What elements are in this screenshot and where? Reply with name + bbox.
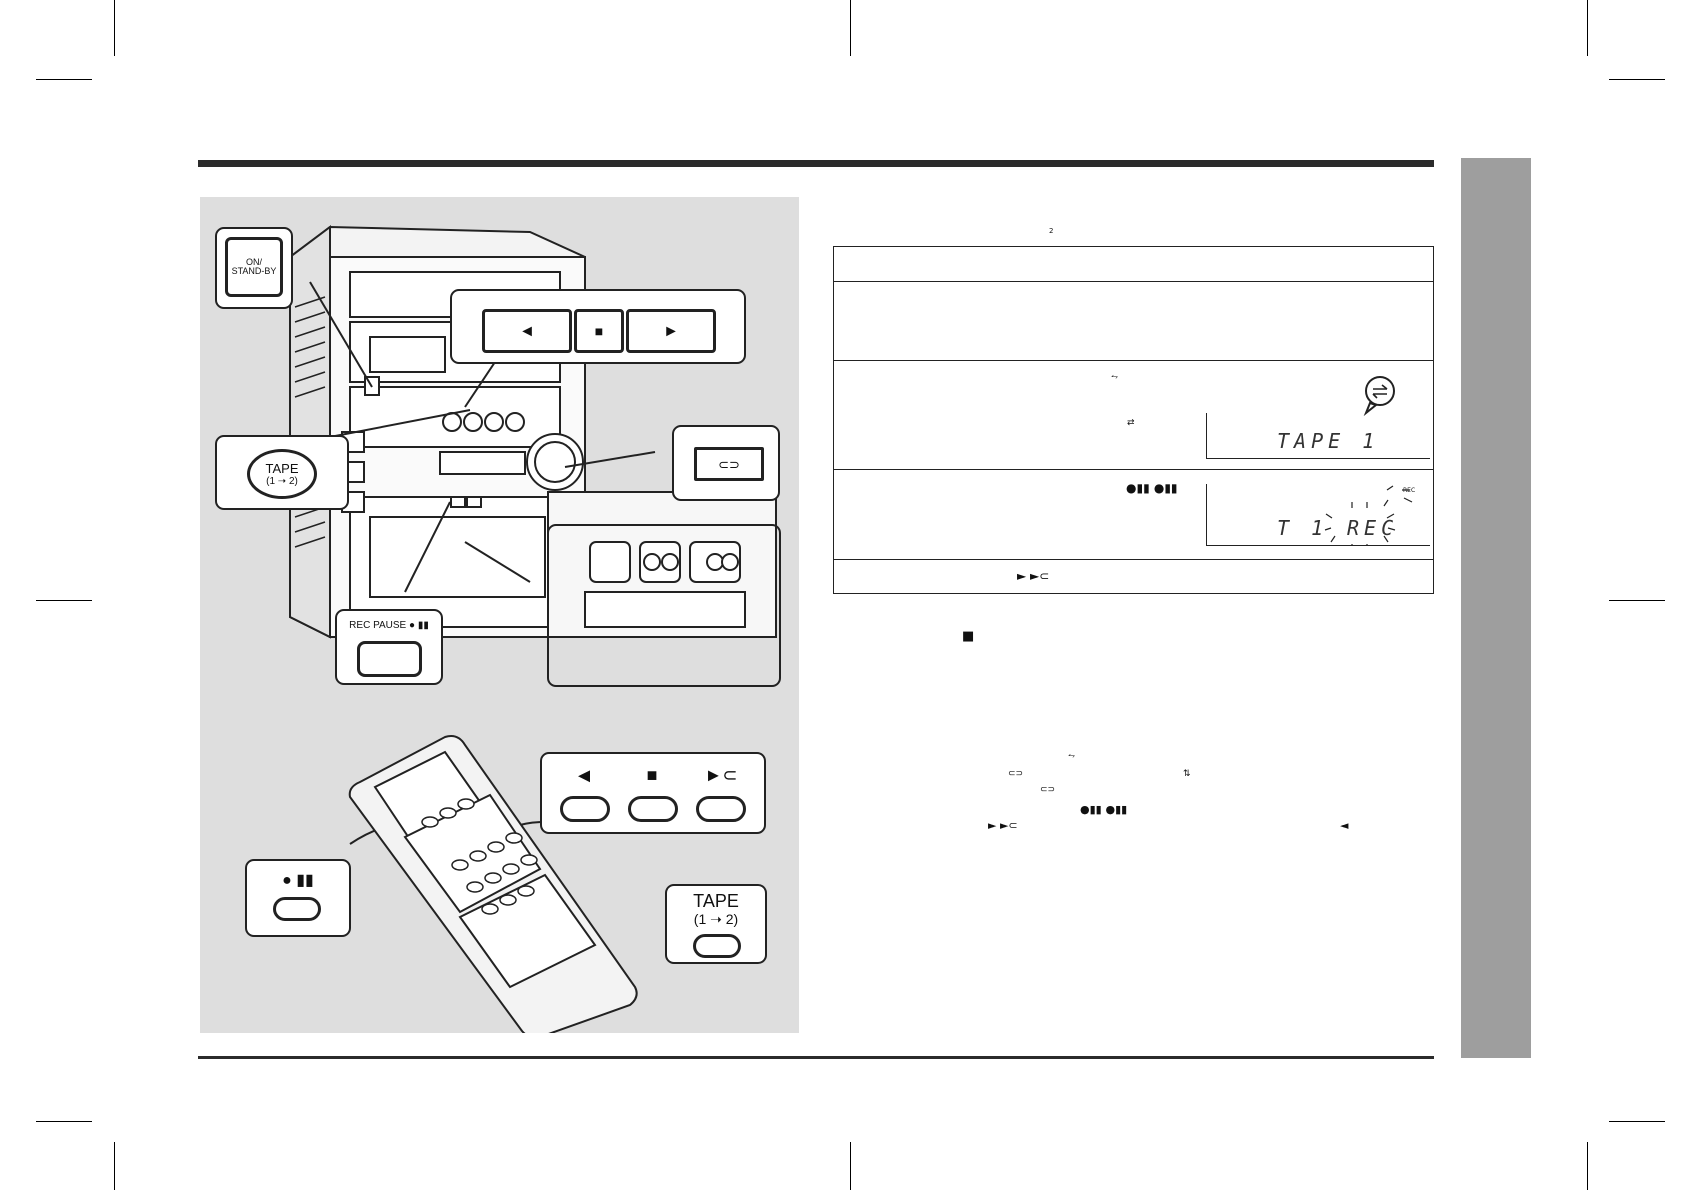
- remote-play-button[interactable]: [696, 796, 746, 822]
- step-row-3: ⥊ ⇄ TAPE 1: [834, 360, 1433, 470]
- crop-mark: [1587, 1142, 1588, 1190]
- remote-tape-callout: TAPE (1 ➝ 2): [665, 884, 767, 964]
- crop-mark: [1587, 0, 1588, 56]
- lcd-text-track: T 1: [1277, 516, 1329, 540]
- stop-icon: ■: [594, 323, 604, 339]
- row5-play-icons: ► ►⊂: [1017, 569, 1050, 583]
- tape-callout: TAPE (1 ➝ 2): [215, 435, 349, 510]
- tape-button[interactable]: TAPE (1 ➝ 2): [247, 449, 317, 499]
- remote-rec-pause-callout: ● ▮▮: [245, 859, 351, 937]
- note-symbol-2a: ⊂⊃: [1008, 769, 1024, 779]
- crop-mark: [850, 0, 851, 56]
- deck-transport-callout: ◄ ■ ►: [450, 289, 746, 364]
- illustration-panel: ON/ STAND-BY ◄ ■ ► TAPE (1 ➝ 2) ⊂⊃ REC P…: [200, 197, 799, 1033]
- section-tab: [1461, 158, 1531, 1058]
- remote-tape-sub-label: (1 ➝ 2): [693, 911, 739, 927]
- step-row-5: ► ►⊂: [834, 559, 1433, 594]
- rec-pause-callout: REC PAUSE ● ▮▮: [335, 609, 443, 685]
- lcd-display-2: T 1 REC REC: [1206, 484, 1430, 546]
- crop-mark: [36, 79, 92, 80]
- steps-table: ⥊ ⇄ TAPE 1 ●▮▮ ●▮▮ T 1 REC REC ► ►⊂: [833, 246, 1434, 594]
- rec-pause-label: REC PAUSE ● ▮▮: [349, 620, 429, 631]
- play-icon: ►: [663, 323, 679, 340]
- tape-direction-icon: [1363, 376, 1395, 417]
- step-row-2: [834, 281, 1433, 361]
- play-button[interactable]: ►: [626, 309, 716, 353]
- lcd-display-1: TAPE 1: [1206, 413, 1430, 459]
- crop-mark: [1609, 600, 1665, 601]
- remote-rec-pause-button[interactable]: [273, 897, 321, 921]
- cassette-inset: [547, 524, 781, 687]
- remote-transport-callout: ◄ ■ ►⊂: [540, 752, 766, 834]
- tape-label: TAPE: [265, 461, 299, 476]
- crop-mark: [114, 1142, 115, 1190]
- crop-mark: [850, 1142, 851, 1190]
- header-rule: [198, 160, 1434, 167]
- note-symbol-3: ⊂⊃: [1040, 785, 1056, 795]
- crop-mark: [114, 0, 115, 56]
- lcd-text-rec: REC: [1347, 516, 1399, 540]
- direction-button[interactable]: ⊂⊃: [694, 447, 764, 481]
- rewind-icon: ◄: [519, 323, 535, 340]
- crop-mark: [1609, 1121, 1665, 1122]
- stop-icon: ■: [962, 629, 975, 644]
- remote-tape-button[interactable]: [693, 934, 741, 958]
- tape-sub-label: (1 ➝ 2): [266, 476, 298, 487]
- remote-tape-label: TAPE: [693, 891, 739, 911]
- on-standby-button[interactable]: ON/ STAND-BY: [225, 237, 283, 297]
- remote-rewind-button[interactable]: [560, 796, 610, 822]
- rec-pause-button[interactable]: [357, 641, 422, 677]
- crop-mark: [36, 1121, 92, 1122]
- on-standby-label: ON/ STAND-BY: [231, 257, 277, 276]
- step-row-4: ●▮▮ ●▮▮ T 1 REC REC: [834, 469, 1433, 560]
- remote-play-icon: ►⊂: [704, 765, 738, 785]
- remote-rec-pause-icon: ● ▮▮: [282, 872, 314, 889]
- lcd-text-tape1: TAPE 1: [1277, 429, 1380, 453]
- remote-stop-icon: ■: [646, 765, 658, 785]
- note-rec-pause-icons: ●▮▮ ●▮▮: [1080, 803, 1128, 816]
- row4-rec-pause-icon: ●▮▮ ●▮▮: [1126, 481, 1178, 495]
- footer-rule: [198, 1056, 1434, 1059]
- note-symbol-2b: ⇅: [1183, 769, 1191, 779]
- rewind-button[interactable]: ◄: [482, 309, 572, 353]
- crop-mark: [1609, 79, 1665, 80]
- superscript-mark: 2: [1049, 227, 1054, 235]
- direction-callout: ⊂⊃: [672, 425, 780, 501]
- row3-symbol-a: ⥊: [1111, 372, 1119, 382]
- direction-icon: ⊂⊃: [718, 457, 740, 472]
- remote-stop-button[interactable]: [628, 796, 678, 822]
- crop-mark: [36, 600, 92, 601]
- rec-blink-icon: [1324, 485, 1413, 546]
- remote-rewind-icon: ◄: [574, 765, 594, 787]
- note-play-icons: ► ►⊂: [988, 819, 1018, 832]
- row3-symbol-b: ⇄: [1127, 418, 1135, 428]
- note-rewind-icon: ◄: [1340, 819, 1349, 832]
- on-standby-callout: ON/ STAND-BY: [215, 227, 293, 309]
- note-symbol-1: ⥊: [1068, 751, 1076, 761]
- stop-button[interactable]: ■: [574, 309, 624, 353]
